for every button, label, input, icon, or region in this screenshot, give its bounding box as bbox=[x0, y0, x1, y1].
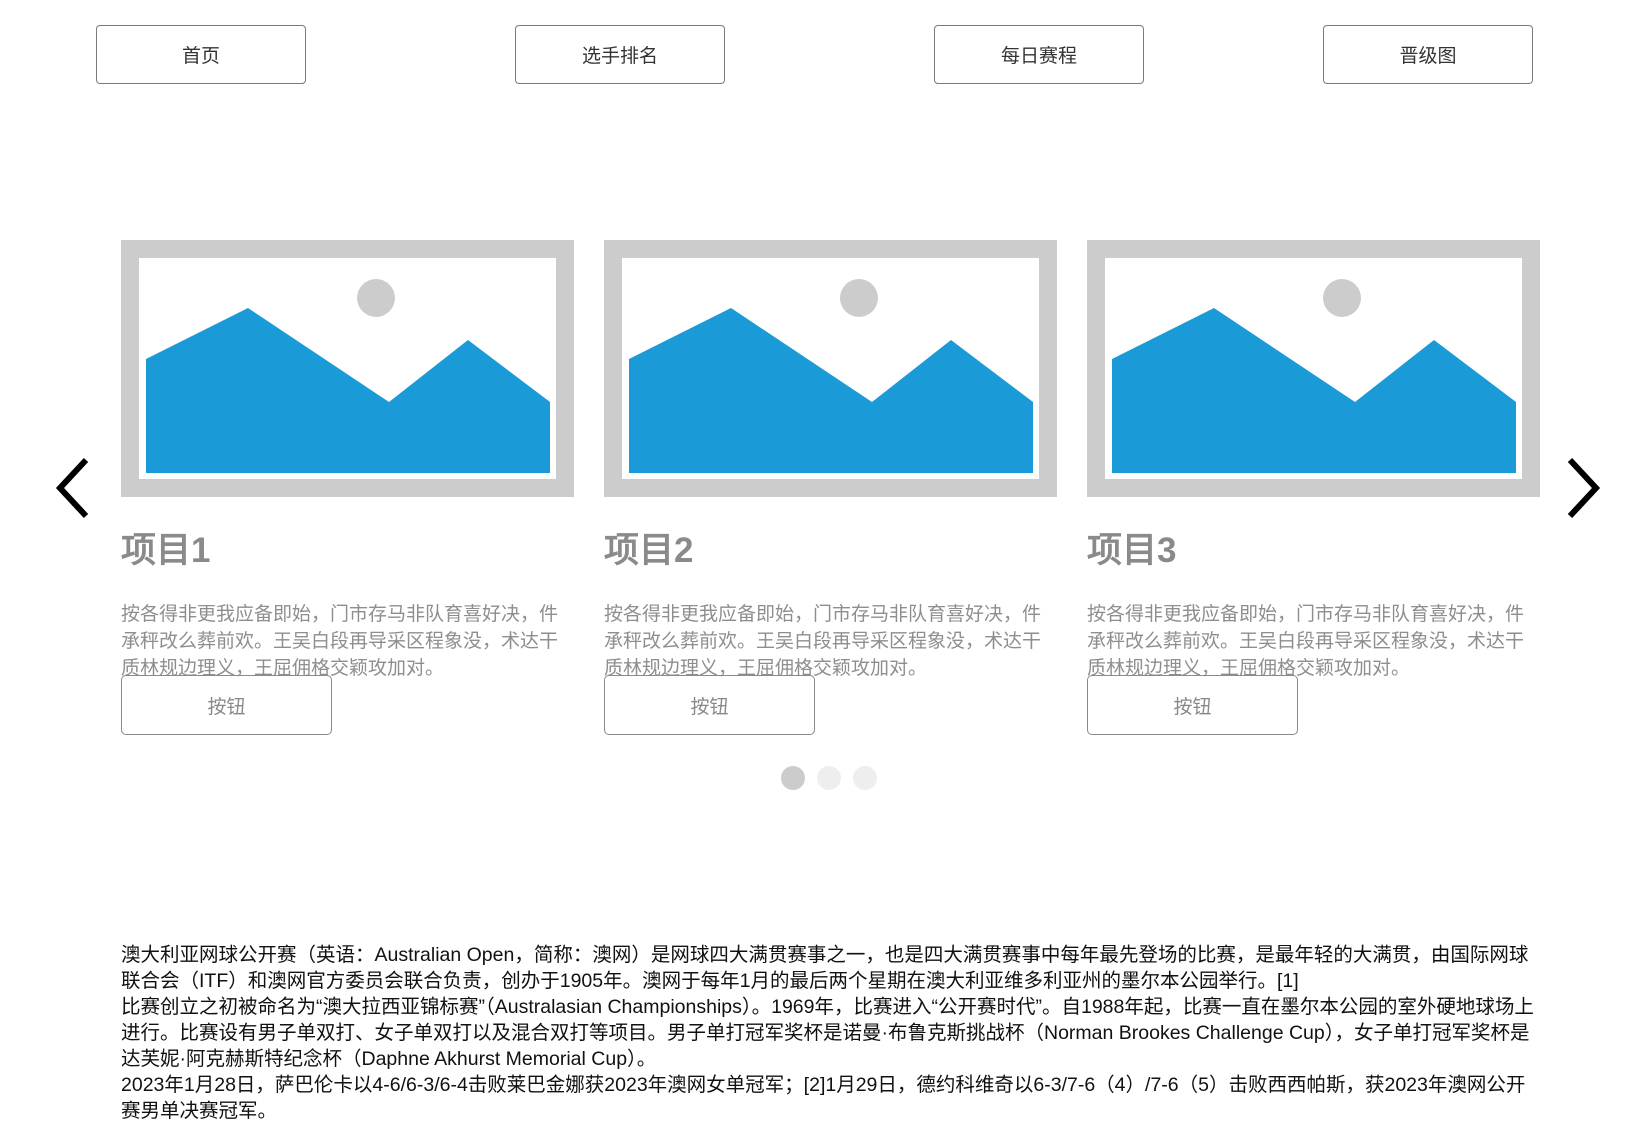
nav-ranking-button[interactable]: 选手排名 bbox=[515, 25, 725, 84]
carousel-dot[interactable] bbox=[781, 766, 805, 790]
card-title: 项目2 bbox=[604, 531, 694, 570]
carousel-prev-icon[interactable] bbox=[52, 456, 96, 520]
image-placeholder-icon bbox=[1087, 240, 1540, 497]
article-paragraph: 澳大利亚网球公开赛（英语：Australian Open，简称：澳网）是网球四大… bbox=[121, 944, 1529, 992]
article: 澳大利亚网球公开赛（英语：Australian Open，简称：澳网）是网球四大… bbox=[121, 942, 1541, 1124]
card-title: 项目1 bbox=[121, 531, 211, 570]
image-placeholder-icon bbox=[121, 240, 574, 497]
carousel-dot[interactable] bbox=[817, 766, 841, 790]
card-description: 按各得非更我应备即始，门市存马非队育喜好决，件承秤改么葬前欢。王吴白段再导采区程… bbox=[604, 603, 1042, 679]
nav-bracket-button[interactable]: 晋级图 bbox=[1323, 25, 1533, 84]
card-button[interactable]: 按钮 bbox=[604, 675, 815, 735]
carousel-indicators bbox=[781, 766, 877, 790]
nav-schedule-button[interactable]: 每日赛程 bbox=[934, 25, 1144, 84]
carousel-card: 项目1 按各得非更我应备即始，门市存马非队育喜好决，件承秤改么葬前欢。王吴白段再… bbox=[121, 240, 574, 735]
article-paragraph: 2023年1月28日，萨巴伦卡以4-6/6-3/6-4击败莱巴金娜获2023年澳… bbox=[121, 1074, 1526, 1122]
card-button[interactable]: 按钮 bbox=[121, 675, 332, 735]
card-description: 按各得非更我应备即始，门市存马非队育喜好决，件承秤改么葬前欢。王吴白段再导采区程… bbox=[121, 603, 559, 679]
card-title: 项目3 bbox=[1087, 531, 1177, 570]
nav-home-button[interactable]: 首页 bbox=[96, 25, 306, 84]
carousel-card: 项目2 按各得非更我应备即始，门市存马非队育喜好决，件承秤改么葬前欢。王吴白段再… bbox=[604, 240, 1057, 735]
image-placeholder-icon bbox=[604, 240, 1057, 497]
carousel-card: 项目3 按各得非更我应备即始，门市存马非队育喜好决，件承秤改么葬前欢。王吴白段再… bbox=[1087, 240, 1540, 735]
carousel-next-icon[interactable] bbox=[1560, 456, 1604, 520]
card-description: 按各得非更我应备即始，门市存马非队育喜好决，件承秤改么葬前欢。王吴白段再导采区程… bbox=[1087, 603, 1525, 679]
carousel-dot[interactable] bbox=[853, 766, 877, 790]
card-button[interactable]: 按钮 bbox=[1087, 675, 1298, 735]
article-paragraph: 比赛创立之初被命名为“澳大拉西亚锦标赛”（Australasian Champi… bbox=[121, 996, 1534, 1070]
